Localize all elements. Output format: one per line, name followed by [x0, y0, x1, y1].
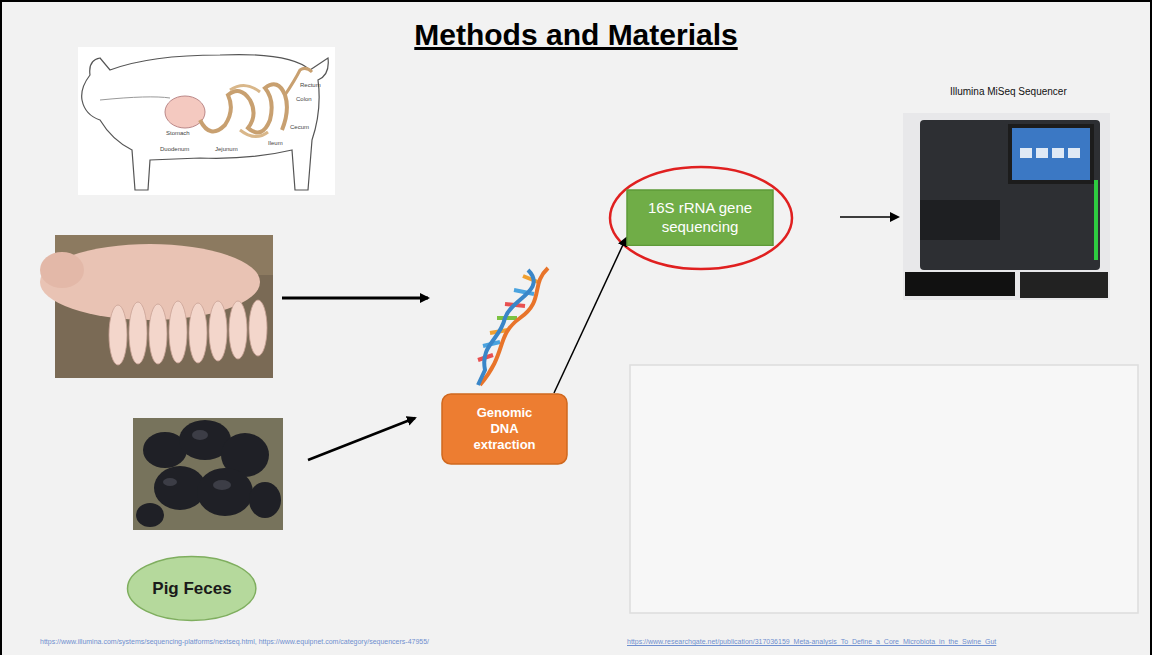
node-text: Genomic DNA extraction: [467, 405, 542, 454]
flow-arrow: [282, 297, 428, 300]
device-label: Illumina MiSeq Sequencer: [950, 86, 1067, 97]
node-shape: [128, 557, 256, 621]
part-name: Duodenum: [160, 146, 189, 152]
pig-anatomy-drawing: [78, 47, 335, 195]
flow-arrow: [308, 418, 415, 460]
empty-panel: [630, 365, 1138, 613]
flow-arrow: [554, 238, 626, 393]
miseq-sequencer-photo: [903, 113, 1110, 300]
slide-title: Methods and Materials: [0, 18, 1152, 52]
part-name: Ileum: [268, 140, 283, 146]
part-name: Cecum: [290, 124, 309, 130]
node-text: 16S rRNA gene sequencing: [638, 199, 762, 237]
sow-piglets-photo: [40, 235, 273, 378]
node-shape: [442, 394, 567, 464]
flow-arrow: [840, 216, 898, 218]
feces-photo: [133, 418, 283, 530]
part-name: Stomach: [166, 130, 190, 136]
part-name: Colon: [296, 96, 312, 102]
source-url: https://www.illumina.com/systems/sequenc…: [40, 638, 429, 645]
dna-helix-icon: [478, 268, 548, 385]
part-name: Rectum: [300, 82, 321, 88]
part-name: Jejunum: [215, 146, 238, 152]
highlight-ellipse: [610, 167, 792, 269]
source-url: https://www.researchgate.net/publication…: [627, 638, 996, 645]
node-text: Pig Feces: [152, 578, 231, 599]
node-shape: [627, 190, 773, 246]
process-box: Genomic DNA extraction: [441, 393, 568, 465]
input-ellipse: Pig Feces: [126, 555, 257, 622]
process-box: 16S rRNA gene sequencing: [626, 189, 774, 247]
